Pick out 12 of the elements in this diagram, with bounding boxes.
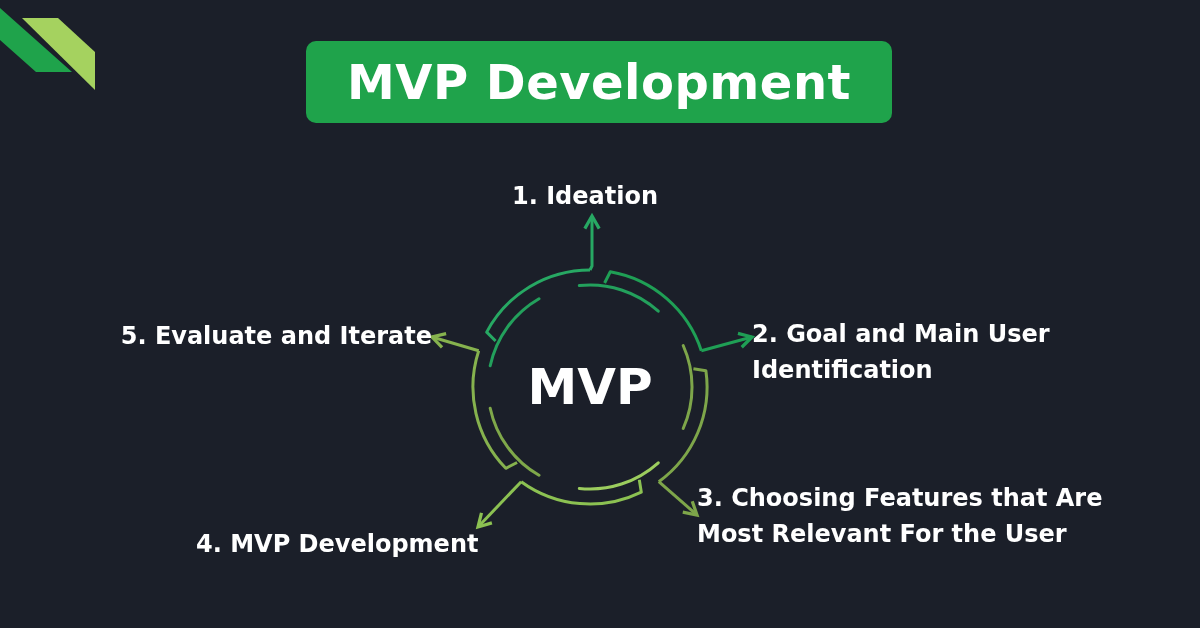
step-label: 5. Evaluate and Iterate xyxy=(120,321,432,352)
arrow xyxy=(430,332,480,353)
arrow xyxy=(700,331,754,353)
arrow xyxy=(476,480,523,529)
arrow xyxy=(583,214,601,271)
step-label: 1. Ideation xyxy=(512,181,658,212)
step-label: 3. Choosing Features that Are Most Relevant For the User xyxy=(697,483,1104,550)
step-label: 2. Goal and Main User Identification xyxy=(752,319,1051,386)
title-banner: MVP Development xyxy=(306,41,892,123)
arrow xyxy=(657,480,699,517)
step-label: 4. MVP Development xyxy=(196,529,479,560)
center-label: MVP xyxy=(527,358,653,416)
